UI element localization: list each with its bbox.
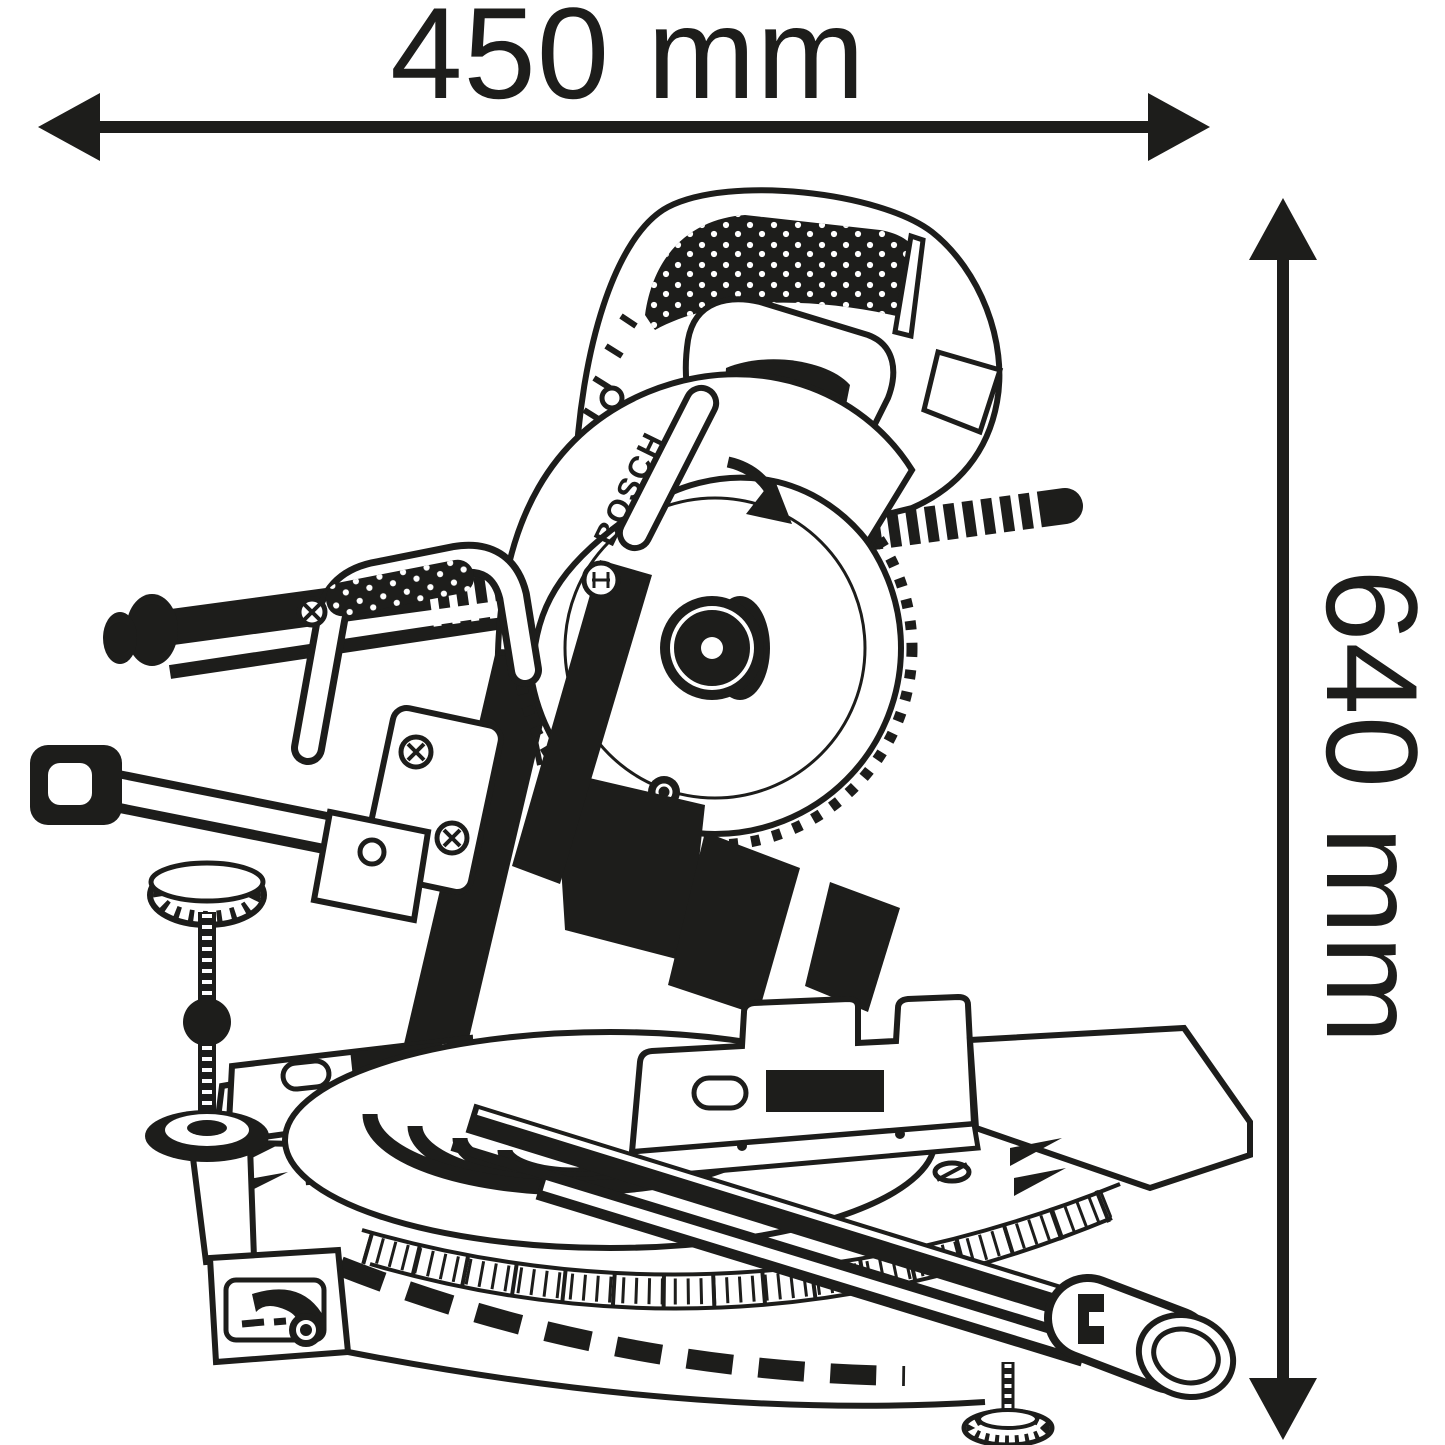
right-fence — [628, 993, 981, 1181]
rail-end-knob — [1044, 1274, 1237, 1401]
width-dimension-arrow-icon — [38, 93, 1210, 161]
guard-slot — [616, 384, 720, 552]
bosch-anchor-logo-icon — [581, 560, 621, 600]
height-dimension-arrow-icon — [1249, 198, 1317, 1440]
lower-guard-shapes — [512, 560, 900, 1015]
rotation-arrow-icon — [726, 456, 792, 524]
mitre-scale — [336, 1182, 1123, 1386]
right-leveling-foot — [961, 1362, 1055, 1445]
base — [211, 993, 1253, 1386]
blade-guard: BOSCH — [494, 371, 916, 658]
left-foot — [188, 1142, 986, 1409]
height-dimension-label: 640 mm — [1299, 569, 1445, 1045]
carry-handle — [291, 541, 542, 765]
width-dimension-label: 450 mm — [390, 0, 866, 126]
work-clamp — [30, 745, 432, 1162]
extension-rail — [450, 1103, 1237, 1401]
